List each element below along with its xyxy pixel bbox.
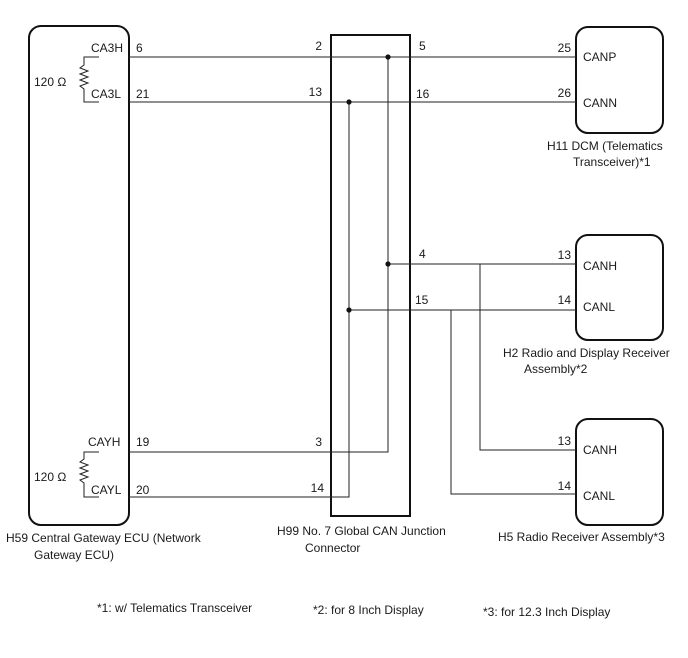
pin-number: 14 [558,293,572,307]
pin-number: 4 [419,247,426,261]
junction-low-bus [331,101,350,498]
resistor-value-bottom: 120 Ω [34,470,66,484]
radio-receiver-box[interactable] [575,418,664,526]
pin-number: 19 [136,435,150,449]
splice-dot [346,99,352,105]
pin-number: 20 [136,483,150,497]
pin-number: 15 [415,293,429,307]
pin-label-canh: CANH [583,259,617,273]
pin-number: 3 [315,435,322,449]
dcm-name-cont: Transceiver)*1 [573,155,651,169]
junction-name: H99 No. 7 Global CAN Junction [277,524,446,538]
pin-label-canp: CANP [583,50,616,64]
footnote-2: *2: for 8 Inch Display [313,603,424,617]
pin-number: 2 [315,39,322,53]
pin-number: 13 [558,248,572,262]
pin-label-canl: CANL [583,489,615,503]
resistor-icon [78,56,99,103]
radio-display-receiver-box[interactable] [575,234,664,341]
junction-name-cont: Connector [305,541,360,555]
pin-label-canh: CANH [583,443,617,457]
pin-number: 14 [558,479,572,493]
splice-dot [385,54,391,60]
pin-number: 21 [136,87,150,101]
pin-number: 13 [558,434,572,448]
resistor-icon [78,451,99,498]
ecu-name: H59 Central Gateway ECU (Network [6,531,202,545]
pin-label-cayl: CAYL [91,483,122,497]
footnote-3: *3: for 12.3 Inch Display [483,605,610,619]
ecu-name-cont: Gateway ECU) [34,548,114,562]
pin-number: 13 [309,85,323,99]
footnote-1: *1: w/ Telematics Transceiver [97,601,252,615]
pin-label-ca3l: CA3L [91,87,121,101]
pin-number: 25 [558,41,572,55]
pin-number: 26 [558,86,572,100]
pin-number: 5 [419,39,426,53]
dcm-name: H11 DCM (Telematics [547,139,663,153]
splice-dot [385,261,391,267]
radio-display-name-cont: Assembly*2 [524,362,588,376]
junction-high-bus [331,56,389,453]
pin-label-ca3h: CA3H [91,41,123,55]
dcm-box[interactable] [575,26,664,134]
resistor-value-top: 120 Ω [34,75,66,89]
pin-label-cayh: CAYH [88,435,120,449]
pin-number: 16 [416,87,430,101]
wire-radio-receiver-canh [479,264,576,451]
radio-display-name: H2 Radio and Display Receiver [503,346,670,360]
wire-radio-receiver-canl [450,310,576,495]
pin-label-canl: CANL [583,300,615,314]
junction-connector-box[interactable] [330,34,411,517]
pin-label-cann: CANN [583,96,617,110]
pin-number: 6 [136,41,143,55]
central-gateway-ecu-box[interactable] [28,25,130,526]
pin-number: 14 [311,481,325,495]
radio-receiver-name: H5 Radio Receiver Assembly*3 [498,530,665,544]
splice-dot [346,307,352,313]
